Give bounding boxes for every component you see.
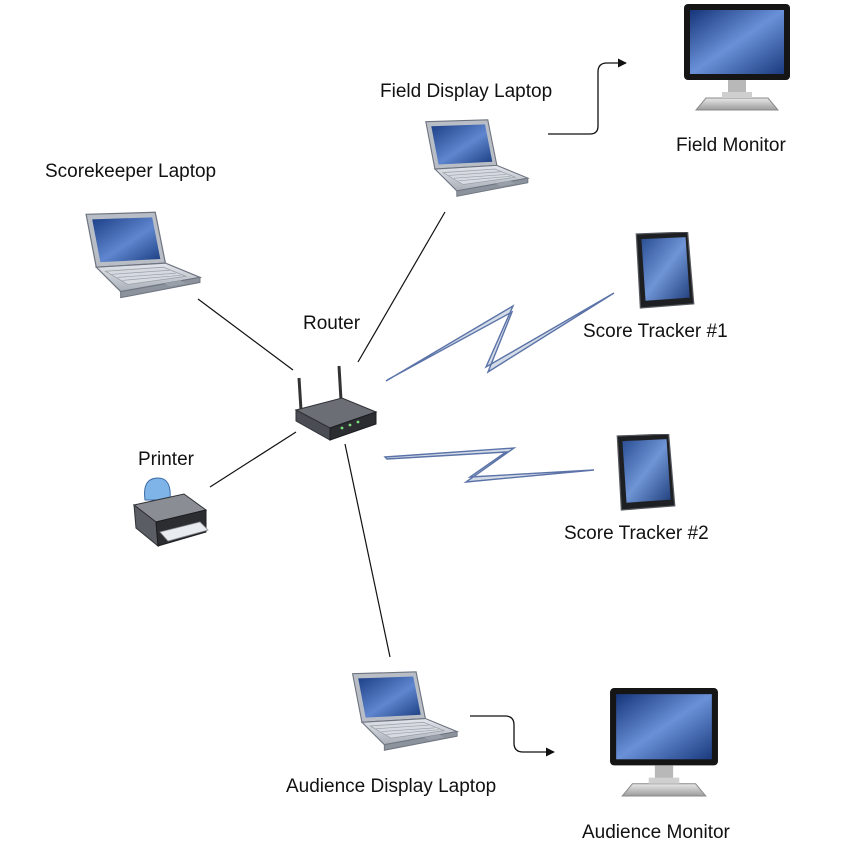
score-tracker-1-label: Score Tracker #1 bbox=[583, 321, 728, 342]
audience-display-laptop-icon bbox=[352, 671, 458, 751]
audience-monitor-icon bbox=[609, 687, 719, 797]
link-audience-display-router bbox=[344, 443, 391, 658]
printer-label: Printer bbox=[138, 449, 194, 470]
router-label: Router bbox=[303, 313, 361, 334]
arrow-audience-display-to-audience-monitor bbox=[470, 715, 555, 757]
connections bbox=[197, 211, 446, 658]
field-display-laptop-label: Field Display Laptop bbox=[380, 81, 553, 102]
scorekeeper-laptop-label: Scorekeeper Laptop bbox=[45, 161, 217, 182]
scorekeeper-laptop-icon bbox=[85, 211, 201, 299]
link-field-display-router bbox=[357, 211, 446, 363]
score-tracker-2-label: Score Tracker #2 bbox=[564, 523, 709, 544]
field-monitor-icon bbox=[683, 3, 791, 111]
arrow-field-display-to-field-monitor bbox=[548, 58, 627, 135]
wireless-link-score-tracker-2 bbox=[383, 447, 595, 483]
score-tracker-1-icon bbox=[635, 232, 695, 309]
audience-display-laptop-label: Audience Display Laptop bbox=[286, 776, 497, 797]
audience-monitor-label: Audience Monitor bbox=[582, 822, 730, 843]
field-display-laptop-icon bbox=[425, 119, 529, 197]
score-tracker-2-icon bbox=[616, 434, 676, 511]
printer-icon bbox=[132, 477, 209, 548]
link-scorekeeper-router bbox=[197, 298, 294, 371]
router-icon bbox=[294, 365, 378, 441]
wireless-link-score-tracker-1 bbox=[385, 292, 615, 382]
field-monitor-label: Field Monitor bbox=[676, 135, 786, 156]
link-printer-router bbox=[209, 431, 297, 488]
